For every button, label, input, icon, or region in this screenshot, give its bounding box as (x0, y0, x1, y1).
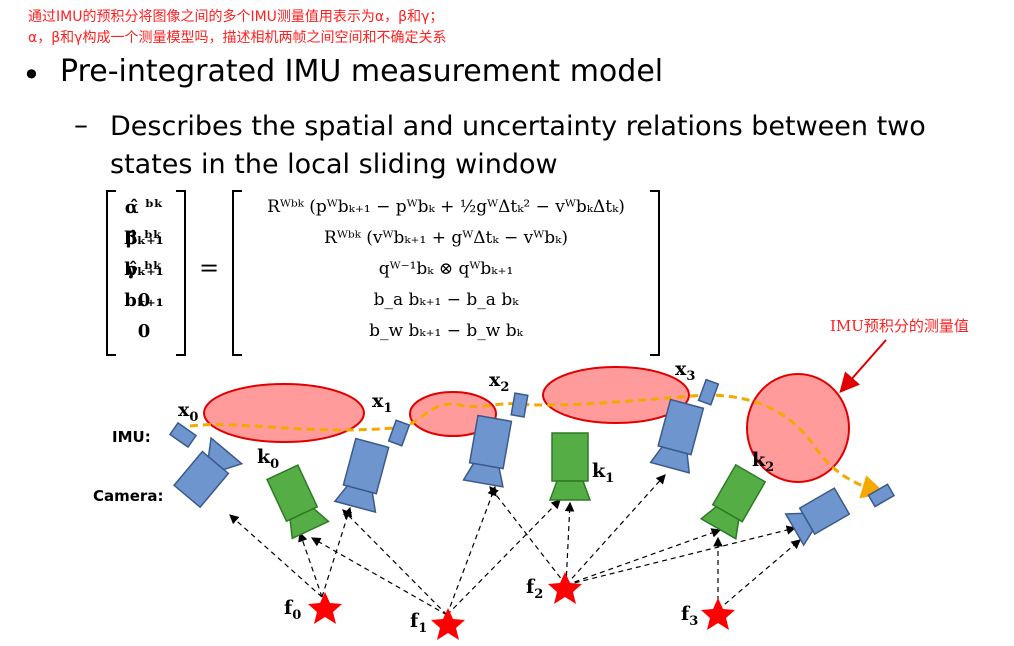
label-f3: f3 (681, 603, 698, 629)
obs-f1-x1 (342, 509, 448, 616)
obs-f2-cam3 (565, 525, 797, 586)
equation-rhs: Rᵂᵇᵏ (pᵂbₖ₊₁ − pᵂbₖ + ½gᵂΔtₖ² − vᵂbₖΔtₖ)… (240, 192, 652, 347)
obs-f0-cam0 (229, 514, 323, 598)
camera-end (784, 487, 851, 547)
imu-end (867, 483, 896, 508)
label-k1: k1 (592, 460, 614, 486)
camera-row-label: Camera: (93, 487, 164, 505)
uncertainty-ellipses (203, 366, 850, 483)
obs-f0-x1 (321, 506, 353, 598)
keyframe-k2 (699, 463, 767, 540)
camera-x0 (173, 436, 244, 509)
annotation-label: IMU预积分的测量值 (830, 317, 969, 335)
lhs-alpha: α̂ ᵇᵏ bₖ₊₁ (124, 197, 164, 249)
feature-stars (308, 572, 735, 640)
obs-f2-k1 (564, 501, 575, 586)
camera-x1 (333, 437, 390, 514)
imu-x2 (510, 392, 529, 418)
lhs-zero-1: 0 (137, 290, 151, 311)
blue-cameras (173, 398, 851, 547)
camera-x2 (462, 414, 513, 488)
green-keyframes (266, 432, 767, 540)
obs-f0-k0 (298, 531, 323, 598)
lhs-zero-2: 0 (137, 321, 151, 342)
annotation-arrow (839, 339, 887, 394)
rhs-row-3: qᵂ⁻¹bₖ ⊗ qᵂbₖ₊₁ (378, 259, 514, 279)
camera-x3 (649, 398, 705, 474)
label-x3: x3 (675, 358, 695, 384)
obs-f1-x2 (446, 485, 497, 616)
equals-sign: = (199, 254, 220, 282)
rhs-bracket-right (650, 190, 660, 356)
rhs-row-5: b_w bₖ₊₁ − b_w bₖ (369, 321, 523, 341)
ellipse-x2-x3 (542, 366, 690, 424)
keyframe-k0 (266, 464, 330, 540)
ellipse-x1-x2 (409, 391, 497, 437)
imu-x3 (697, 378, 720, 406)
note-line-1: 通过IMU的预积分将图像之间的多个IMU测量值用表示为α，β和γ； (28, 9, 444, 25)
sub-bullet-marker: – (74, 108, 88, 141)
lhs-bracket-right (176, 190, 186, 356)
imu-x1 (387, 419, 411, 447)
obs-f2-x3 (565, 474, 666, 586)
rhs-row-2: Rᵂᵇᵏ (vᵂbₖ₊₁ + gᵂΔtₖ − vᵂbₖ) (324, 228, 568, 248)
obs-f3-cam3 (717, 539, 801, 611)
label-x0: x0 (178, 399, 198, 425)
star-f0 (308, 592, 342, 624)
obs-f2-x2 (489, 486, 567, 586)
imu-units (168, 378, 896, 508)
lhs-gamma: γ̂ ᵇᵏ bₖ₊₁ (124, 259, 164, 311)
note-line-2: α，β和γ构成一个测量模型吗，描述相机两帧之间空间和不确定关系 (28, 30, 447, 46)
star-f3 (701, 598, 735, 630)
star-f1 (431, 608, 465, 640)
state-labels: x0 x1 x2 x3 k0 k1 k2 f0 f1 f2 f3 (178, 358, 774, 636)
label-x1: x1 (372, 390, 392, 416)
imu-row-label: IMU: (112, 428, 151, 446)
keyframe-k1 (548, 432, 592, 501)
imu-x0 (168, 421, 198, 449)
ellipse-x0-x1 (203, 383, 365, 443)
rhs-row-1: Rᵂᵇᵏ (pᵂbₖ₊₁ − pᵂbₖ + ½gᵂΔtₖ² − vᵂbₖΔtₖ) (267, 197, 625, 217)
lhs-beta: β̂ ᵇᵏ bₖ₊₁ (124, 228, 164, 280)
label-f1: f1 (410, 610, 427, 636)
obs-f2-k2 (565, 528, 722, 586)
ellipse-x3-end (746, 373, 850, 483)
label-f2: f2 (526, 576, 543, 602)
label-k2: k2 (752, 449, 774, 475)
observation-lines (229, 474, 801, 616)
sub-bullet-text: Describes the spatial and uncertainty re… (110, 111, 926, 180)
lhs-bracket-left (106, 190, 116, 356)
label-k0: k0 (257, 446, 279, 472)
rhs-bracket-left (232, 190, 242, 356)
equation-lhs: α̂ ᵇᵏ bₖ₊₁ β̂ ᵇᵏ bₖ₊₁ γ̂ ᵇᵏ bₖ₊₁ 0 0 (112, 192, 176, 347)
star-f2 (548, 572, 582, 604)
obs-f1-k0 (310, 537, 448, 616)
label-x2: x2 (489, 369, 509, 395)
bullet-title: Pre-integrated IMU measurement model (60, 54, 664, 89)
label-f0: f0 (284, 597, 301, 623)
bullet-marker: • (22, 56, 41, 94)
rhs-row-4: b_a bₖ₊₁ − b_a bₖ (373, 290, 519, 310)
